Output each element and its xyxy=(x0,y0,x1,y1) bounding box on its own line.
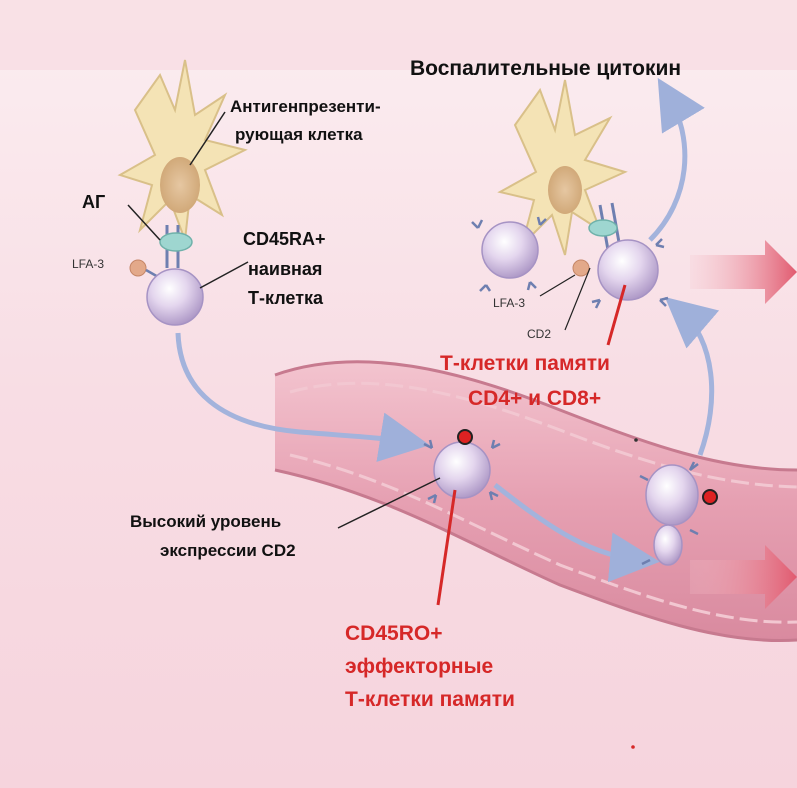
lfa3-molecule-right xyxy=(573,260,589,276)
adhesion-dot-1 xyxy=(458,430,472,444)
naive-label-line3: Т-клетка xyxy=(248,288,324,308)
lfa3-left-label: LFA-3 xyxy=(72,257,104,271)
cytokines-label: Воспалительные цитокин xyxy=(410,57,681,80)
speck-2 xyxy=(631,745,635,749)
effector-label-line2: эффекторные xyxy=(345,655,493,678)
cd2-label: CD2 xyxy=(527,327,551,341)
lfa3-right-label: LFA-3 xyxy=(493,296,525,310)
cd2-high-label-line1: Высокий уровень xyxy=(130,512,281,531)
cd2-high-label-line2: экспрессии CD2 xyxy=(160,541,296,560)
apc-label-line2: рующая клетка xyxy=(235,125,363,144)
lfa3-molecule-left xyxy=(130,260,146,276)
effector-label-line3: Т-клетки памяти xyxy=(345,688,515,711)
speck-1 xyxy=(634,438,638,442)
memory-label-line1: Т-клетки памяти xyxy=(440,352,610,375)
naive-label-line1: CD45RA+ xyxy=(243,229,326,249)
adhesion-dot-2 xyxy=(703,490,717,504)
ag-label: АГ xyxy=(82,192,105,212)
naive-label-line2: наивная xyxy=(248,259,322,279)
naive-t-cell xyxy=(147,269,203,325)
memory-label-line2: CD4+ и CD8+ xyxy=(468,387,601,410)
apc-label-line1: Антигенпрезенти- xyxy=(230,97,381,116)
antigen-left xyxy=(160,233,192,251)
effector-label-line1: CD45RO+ xyxy=(345,622,442,645)
antigen-right xyxy=(589,220,617,236)
